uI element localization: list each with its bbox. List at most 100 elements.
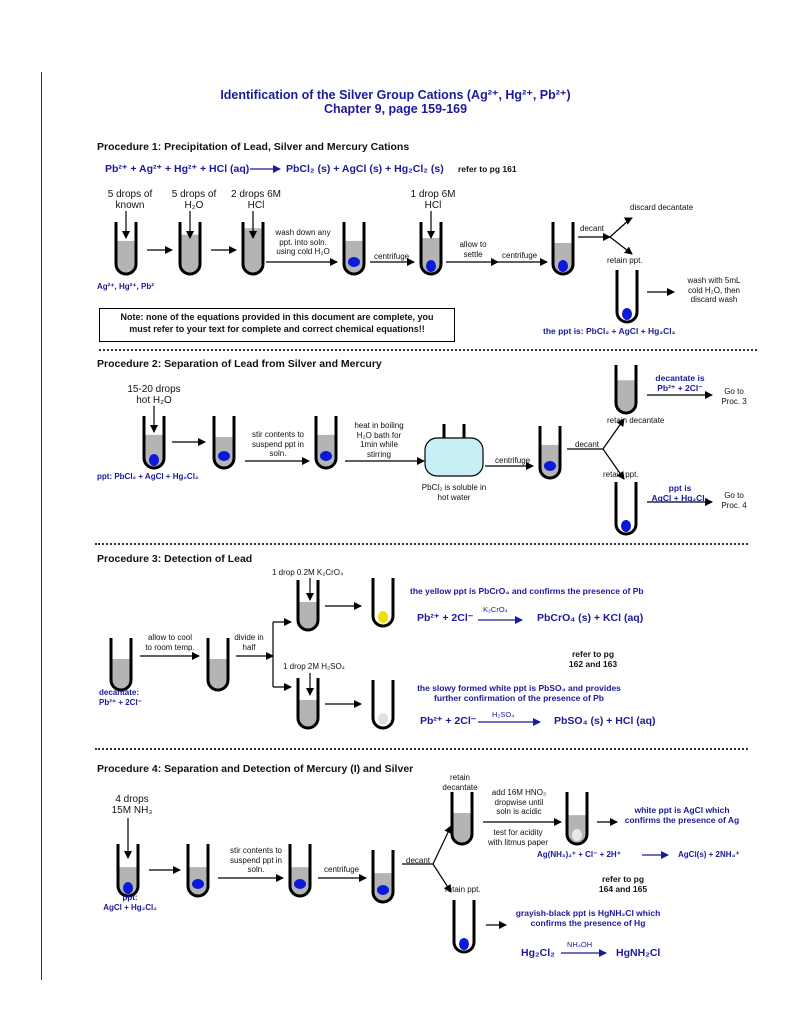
p2-tube-7 <box>614 482 638 536</box>
p4-to-decantate <box>432 825 452 865</box>
p4-tube-6 <box>565 792 589 846</box>
p3-add-k2cro4: 1 drop 0.2M K₂CrO₄ <box>272 568 344 577</box>
p2-goto-proc3: Go to Proc. 3 <box>721 387 747 406</box>
divider-3 <box>95 748 748 750</box>
procedure-4-heading: Procedure 4: Separation and Detection of… <box>97 763 414 775</box>
p3-divide-instruction: divide in half <box>234 633 264 652</box>
p4-ag-eq-reactants: Ag(NH₃)₂⁺ + Cl⁻ + 2H⁺ <box>537 850 621 859</box>
p3-eq2-reagent: H₂SO₄ <box>492 710 515 719</box>
p2-tube-1 <box>142 416 166 470</box>
p1-reference: refer to pg 161 <box>458 164 517 174</box>
p2-to-ppt <box>602 448 625 480</box>
p4-gray-ppt-text: grayish-black ppt is HgNH₂Cl which confi… <box>515 908 661 928</box>
p4-hno3-instruction: add 16M HNO₃ dropwise until soln is acid… <box>491 788 547 816</box>
p3-tube-2 <box>206 638 230 692</box>
p4-tube-2 <box>186 844 210 898</box>
p2-ppt-label: ppt: PbCl₂ + AgCl + Hg₂Cl₂ <box>97 472 199 481</box>
p1-add-known: 5 drops of known <box>107 189 153 211</box>
p4-centrifuge-label: centrifuge <box>324 865 360 874</box>
p1-settle-label: allow to settle <box>459 240 487 259</box>
p1-centrifuge-label: centrifuge <box>374 252 410 261</box>
p3-tube-6 <box>371 680 395 730</box>
p1-to-discard <box>623 217 633 225</box>
p1-split-up <box>609 218 631 238</box>
p2-goto-proc4: Go to Proc. 4 <box>721 491 747 510</box>
p2-tube-2 <box>212 416 236 470</box>
p4-ppt-label: ppt: AgCl + Hg₂Cl₂ <box>103 893 157 912</box>
p3-white-ppt-text: the slowy formed white ppt is PbSO₄ and … <box>417 683 621 703</box>
p4-ag-eq-products: AgCl(s) + 2NH₄⁺ <box>678 850 740 859</box>
p4-hg-eq-reagent: NH₄OH <box>567 940 593 949</box>
p1-add-hcl: 2 drops 6M HCl <box>230 189 282 211</box>
p1-wash5-instruction: wash with 5mL cold H₂O, then discard was… <box>687 276 741 304</box>
p4-add-nh3: 4 drops 15M NH₃ <box>111 794 153 816</box>
p1-tube-4 <box>342 222 366 276</box>
p2-add-hot-water: 15-20 drops hot H₂O <box>127 384 181 406</box>
p3-eq1-products: PbCrO₄ (s) + KCl (aq) <box>537 612 644 624</box>
p1-discard-label: discard decantate <box>630 203 694 212</box>
divider-2 <box>95 543 748 545</box>
p4-tube-1 <box>116 844 140 898</box>
p4-litmus-instruction: test for acidity with litmus paper <box>487 828 549 847</box>
p4-tube-5 <box>450 792 474 846</box>
p3-eq2-reactants: Pb²⁺ + 2Cl⁻ <box>420 715 477 727</box>
page-subtitle: Chapter 9, page 159-169 <box>323 102 468 116</box>
p1-add-hcl-1drop: 1 drop 6M HCl <box>410 189 456 211</box>
p3-tube-5 <box>296 678 320 730</box>
p2-tube-6 <box>614 365 638 415</box>
p1-retain-label: retain ppt. <box>607 256 643 265</box>
p1-to-retain <box>609 236 633 255</box>
page-title: Identification of the Silver Group Catio… <box>220 88 571 102</box>
p4-to-ppt <box>432 863 452 893</box>
p2-decantate-label: decantate is Pb²⁺ + 2Cl⁻ <box>655 373 705 393</box>
p3-reference: refer to pg 162 and 163 <box>568 649 618 669</box>
p1-note-box: Note: none of the equations provided in … <box>99 308 455 342</box>
p4-retain-decantate: retain decantate <box>442 773 478 792</box>
p4-hg-eq-product: HgNH₂Cl <box>616 947 661 959</box>
p3-eq1-reactants: Pb²⁺ + 2Cl⁻ <box>417 612 474 624</box>
p3-eq1-reagent: K₂CrO₄ <box>483 605 508 614</box>
p4-white-agcl-text: white ppt is AgCl which confirms the pre… <box>624 805 740 825</box>
p2-tube-3 <box>314 416 338 470</box>
p2-tube-5 <box>538 426 562 480</box>
p3-tube-1 <box>109 638 133 692</box>
p4-reference: refer to pg 164 and 165 <box>598 874 648 894</box>
procedure-1-heading: Procedure 1: Precipitation of Lead, Silv… <box>97 141 410 153</box>
p1-tube-3 <box>241 222 265 276</box>
procedure-3-heading: Procedure 3: Detection of Lead <box>97 553 253 565</box>
p4-tube-4 <box>371 850 395 904</box>
procedure-2-heading: Procedure 2: Separation of Lead from Sil… <box>97 358 382 370</box>
divider-1 <box>99 349 757 351</box>
p3-decantate-label: decantate: Pb²⁺ + 2Cl⁻ <box>99 688 142 707</box>
p2-heat-instruction: heat in boiling H₂O bath for 1min while … <box>354 421 404 459</box>
p3-tube-4 <box>371 578 395 628</box>
p4-tube-3 <box>288 844 312 898</box>
p3-eq2-products: PbSO₄ (s) + HCl (aq) <box>554 715 656 727</box>
p2-retain-ppt: retain ppt. <box>603 470 639 479</box>
p4-retain-ppt: retain ppt. <box>445 885 481 894</box>
p1-cations-label: Ag²⁺, Hg²⁺, Pb² <box>97 282 154 291</box>
p1-tube-2 <box>178 222 202 276</box>
p1-tube-1 <box>114 222 138 276</box>
p2-stir-instruction: stir contents to suspend ppt in soln. <box>251 430 305 458</box>
p4-decant-label: decant <box>406 856 431 865</box>
p1-equation-products: PbCl₂ (s) + AgCl (s) + Hg₂Cl₂ (s) <box>286 163 444 175</box>
p1-wash-instruction: wash down any ppt. into soln. using cold… <box>275 228 331 256</box>
p2-ppt-is-label: ppt is AgCl + Hg₂Cl₂ <box>651 483 709 503</box>
p3-tube-3 <box>296 580 320 632</box>
p2-retain-decantate: retain decantate <box>607 416 665 425</box>
p1-ppt-label: the ppt is: PbCl₂ + AgCl + Hg₂Cl₂ <box>543 326 676 336</box>
p3-yellow-ppt-text: the yellow ppt is PbCrO₄ and confirms th… <box>410 586 644 596</box>
p1-tube-7 <box>615 270 639 324</box>
p1-centrifuge-label-2: centrifuge <box>502 251 538 260</box>
p2-centrifuge-label: centrifuge <box>495 456 531 465</box>
p2-to-decantate <box>602 418 625 450</box>
p2-soluble-label: PbCl₂ is soluble in hot water <box>421 483 487 502</box>
page-margin-line <box>41 72 42 980</box>
p1-equation-reactants: Pb²⁺ + Ag²⁺ + Hg²⁺ + HCl (aq) <box>105 163 250 175</box>
p2-decant-label: decant <box>575 440 600 449</box>
p1-tube-6 <box>551 222 575 276</box>
p1-add-water: 5 drops of H₂O <box>171 189 217 211</box>
p4-tube-7 <box>452 900 476 954</box>
